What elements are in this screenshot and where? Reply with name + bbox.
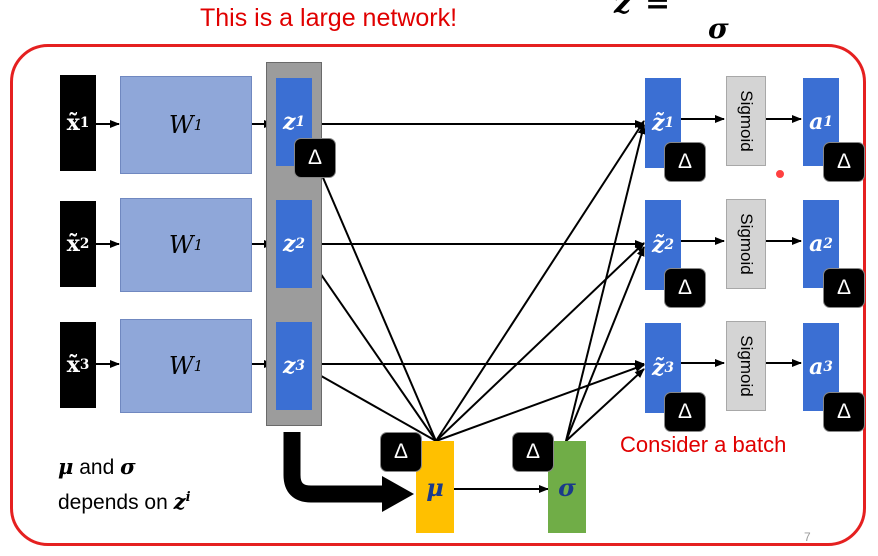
arrow-mu-zt3 [435, 364, 645, 442]
delta-zt2: Δ [664, 268, 706, 308]
note-z-sup: i [185, 490, 191, 505]
mu-sigma-note: μ and σ depends on zi [58, 452, 191, 518]
sigmoid-block-2: Sigmoid [726, 199, 766, 289]
delta-sigma: Δ [512, 432, 554, 472]
formula-eq: = [645, 0, 671, 21]
formula-z: z [614, 0, 632, 21]
input-x1: x̃1 [60, 75, 96, 171]
formula-sigma: σ [708, 12, 729, 45]
input-x1-base: x̃ [66, 110, 80, 136]
sigma-block: σ [548, 441, 586, 533]
arrow-sigma-zt1 [565, 124, 646, 442]
a1-base: a [809, 109, 824, 135]
input-x3-sup: 3 [79, 357, 90, 373]
z-tilde-block-3: z̃3 [645, 323, 681, 413]
input-x3: x̃3 [60, 322, 96, 408]
formula-fragment: z= [614, 0, 670, 21]
sigmoid-block-3: Sigmoid [726, 321, 766, 411]
note-z: z [173, 489, 186, 514]
weight-2-sup: 1 [193, 236, 204, 254]
arrow-sigma-zt3 [565, 368, 645, 442]
sigmoid-block-1: Sigmoid [726, 76, 766, 166]
sigmoid-1-label: Sigmoid [737, 90, 756, 152]
delta-a2: Δ [823, 268, 865, 308]
thick-arrow-to-mu [283, 432, 388, 503]
batch-note: Consider a batch [620, 432, 787, 457]
zt1-base: z̃ [652, 110, 665, 136]
sigmoid-3-label: Sigmoid [737, 335, 756, 397]
weight-2-base: W [168, 231, 194, 259]
a2-base: a [809, 231, 824, 257]
z1-base: z [283, 109, 296, 135]
sigmoid-2-label: Sigmoid [737, 213, 756, 275]
zt2-base: z̃ [652, 232, 665, 258]
z1-sup: 1 [295, 114, 305, 130]
arrow-mu-zt2 [435, 242, 645, 442]
pointer-dot [774, 168, 786, 180]
a2-sup: 2 [823, 236, 833, 252]
delta-a1: Δ [823, 142, 865, 182]
zt2-sup: 2 [664, 237, 674, 253]
zt3-sup: 3 [664, 360, 674, 376]
note-depends: depends on [58, 491, 168, 514]
note-line-2: depends on zi [58, 483, 191, 518]
note-line-1: μ and σ [58, 452, 191, 483]
input-x1-sup: 1 [79, 115, 90, 131]
input-x2: x̃2 [60, 201, 96, 287]
mu-block: μ [416, 441, 454, 533]
z2-sup: 2 [295, 236, 305, 252]
weight-3-base: W [168, 352, 194, 380]
a1-sup: 1 [823, 114, 833, 130]
delta-mu: Δ [380, 432, 422, 472]
zt1-sup: 1 [664, 115, 674, 131]
input-x3-base: x̃ [66, 352, 80, 378]
arrow-sigma-zt2 [565, 246, 645, 442]
slide-title: This is a large network! [200, 4, 458, 32]
a3-base: a [809, 354, 824, 380]
note-mu: μ [58, 454, 74, 479]
note-and: and [79, 456, 115, 479]
line-z2-mu [299, 243, 437, 442]
weight-3-sup: 1 [193, 357, 204, 375]
delta-z1: Δ [294, 138, 336, 178]
z3-base: z [283, 353, 296, 379]
z2-base: z [283, 231, 296, 257]
delta-a3: Δ [823, 392, 865, 432]
a3-sup: 3 [823, 359, 833, 375]
delta-zt1: Δ [664, 142, 706, 182]
delta-zt3: Δ [664, 392, 706, 432]
line-z3-mu [299, 363, 437, 442]
input-x2-sup: 2 [79, 236, 90, 252]
z3-sup: 3 [295, 358, 305, 374]
page-number: 7 [804, 530, 811, 544]
weight-1-base: W [168, 111, 194, 139]
note-sigma: σ [120, 454, 136, 479]
weight-1-sup: 1 [193, 116, 204, 134]
zt3-base: z̃ [652, 355, 665, 381]
arrow-mu-zt1 [435, 120, 645, 442]
input-x2-base: x̃ [66, 231, 80, 257]
